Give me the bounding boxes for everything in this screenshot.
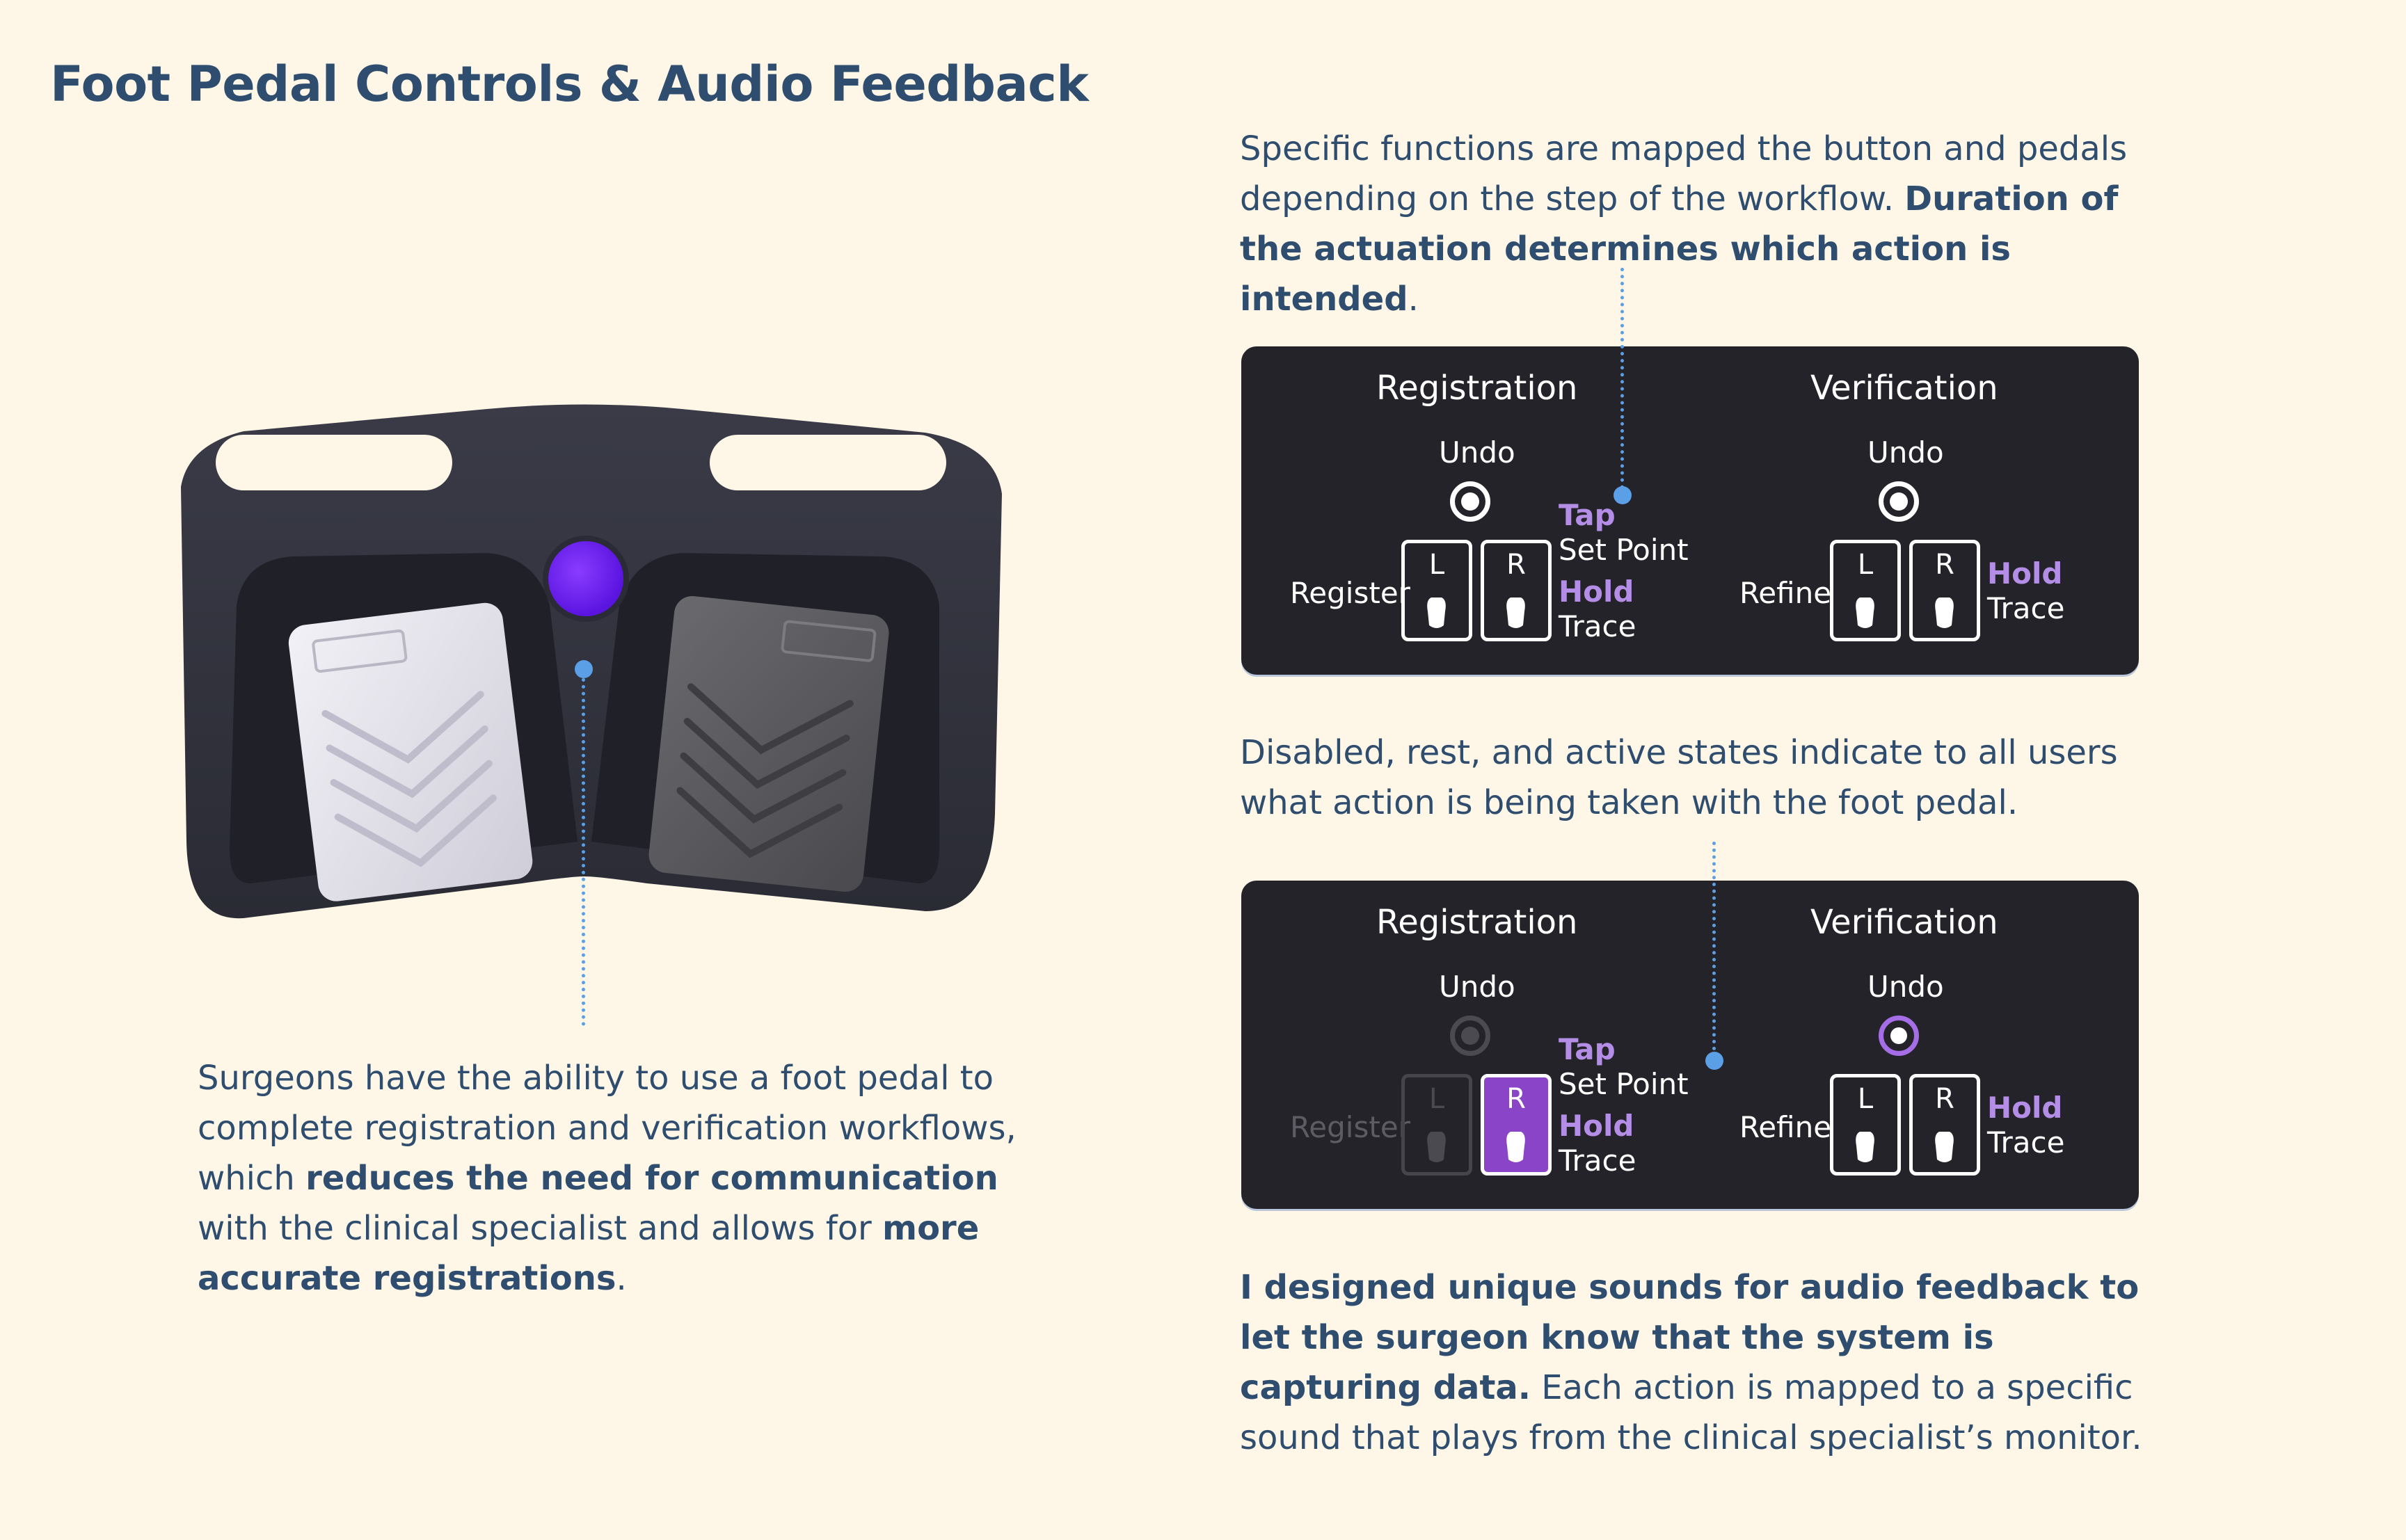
audio-text: Each action is mapped to a specific soun… <box>1240 1368 2142 1457</box>
pointer-dot <box>575 660 593 678</box>
verification-heading: Verification <box>1810 903 1998 942</box>
right-pedal-active-icon: R <box>1481 1074 1552 1176</box>
page-title: Foot Pedal Controls & Audio Feedback <box>50 56 1089 113</box>
pointer-dot <box>1705 1052 1723 1070</box>
pointer-line <box>1712 842 1716 1057</box>
intro-text: Specific functions are mapped the button… <box>1240 129 2128 218</box>
register-label: Register <box>1290 576 1410 610</box>
trace-label: Trace <box>1559 1144 1636 1178</box>
surgeon-description: Surgeons have the ability to use a foot … <box>198 1053 1053 1304</box>
surgeon-text-2: with the clinical specialist and allows … <box>198 1209 883 1248</box>
right-pedal-icon: R <box>1909 540 1980 641</box>
trace-label: Trace <box>1987 1125 2065 1160</box>
undo-label: Undo <box>1439 970 1515 1004</box>
surgeon-bold-1: reduces the need for communication <box>305 1159 998 1198</box>
left-pedal-icon: L <box>1830 1074 1901 1176</box>
controls-panel-states: Registration Verification Undo Register … <box>1241 881 2139 1209</box>
surgeon-text-3: . <box>616 1259 627 1298</box>
set-point-label: Set Point <box>1559 1067 1689 1101</box>
hold-label: Hold <box>1987 1091 2063 1125</box>
undo-button-disabled-icon <box>1450 1016 1490 1056</box>
intro-end: . <box>1408 280 1419 319</box>
set-point-label: Set Point <box>1559 533 1689 567</box>
register-label-disabled: Register <box>1290 1110 1410 1144</box>
foot-pedal-image <box>181 404 1002 919</box>
right-pedal-icon: R <box>1909 1074 1980 1176</box>
states-description: Disabled, rest, and active states indica… <box>1240 733 2118 822</box>
left-pedal-icon: L <box>1830 540 1901 641</box>
surgeon-text-1: Surgeons have the ability to use a foot … <box>198 1059 1017 1198</box>
tap-label: Tap <box>1559 1032 1616 1066</box>
undo-button-icon <box>1450 481 1490 522</box>
surgeon-bold-2: more accurate registrations <box>198 1209 980 1298</box>
registration-heading: Registration <box>1376 369 1578 408</box>
hold-label: Hold <box>1559 575 1634 609</box>
refine-label: Refine <box>1739 1110 1832 1144</box>
refine-label: Refine <box>1739 576 1832 610</box>
pointer-line <box>1620 268 1624 489</box>
registration-heading: Registration <box>1376 903 1578 942</box>
verification-heading: Verification <box>1810 369 1998 408</box>
audio-bold: I designed unique sounds for audio feedb… <box>1240 1268 2140 1407</box>
controls-panel-rest: Registration Verification Undo Register … <box>1241 346 2139 675</box>
undo-button-active-icon <box>1879 1016 1919 1056</box>
undo-label: Undo <box>1439 435 1515 470</box>
hold-label: Hold <box>1559 1109 1634 1143</box>
hold-label: Hold <box>1987 556 2063 591</box>
right-pedal-icon: R <box>1481 540 1552 641</box>
pointer-dot <box>1614 486 1632 504</box>
undo-label: Undo <box>1867 970 1944 1004</box>
audio-description: I designed unique sounds for audio feedb… <box>1240 1262 2165 1463</box>
intro-bold: Duration of the actuation determines whi… <box>1240 179 2119 319</box>
undo-button-icon <box>1879 481 1919 522</box>
left-pedal-icon: L <box>1401 540 1472 641</box>
left-pedal-disabled-icon: L <box>1401 1074 1472 1176</box>
trace-label: Trace <box>1987 591 2065 625</box>
trace-label: Trace <box>1559 609 1636 643</box>
mapping-description: Specific functions are mapped the button… <box>1240 124 2165 324</box>
pointer-line <box>582 678 585 1026</box>
tap-label: Tap <box>1559 498 1616 532</box>
undo-label: Undo <box>1867 435 1944 470</box>
